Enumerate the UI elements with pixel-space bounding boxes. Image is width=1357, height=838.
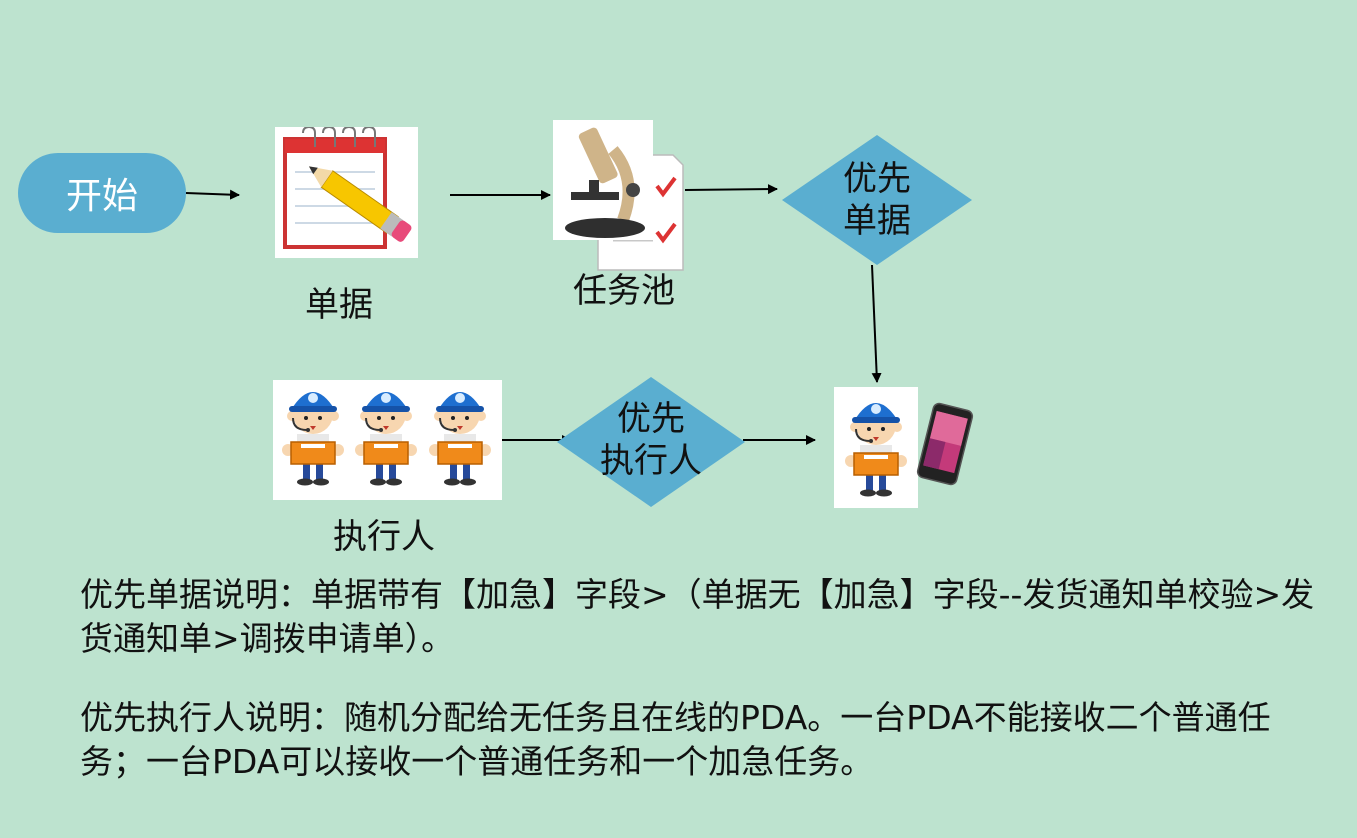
- arrow-priority-document-to-pda: [871, 264, 882, 383]
- worker-with-phone-icon: [834, 387, 918, 508]
- priority-document-diamond: [782, 135, 972, 265]
- start-label: 开始: [65, 176, 138, 217]
- priority-executor-description: 优先执行人说明：随机分配给无任务且在线的PDA。一台PDA不能接收二个普通任务；…: [80, 698, 1271, 781]
- document-label: 单据: [305, 285, 373, 325]
- arrow-pool-to-priority-document: [684, 184, 778, 195]
- pda-phone-icon: [915, 402, 975, 486]
- priority-executor-line-2: 执行人: [600, 441, 702, 481]
- priority-executor-diamond: [557, 377, 745, 507]
- task-pool-label: 任务池: [573, 271, 675, 311]
- priority-document-line-2: 单据: [843, 201, 911, 241]
- notepad-pencil-icon: [275, 127, 418, 258]
- priority-document-description: 优先单据说明：单据带有【加急】字段>（单据无【加急】字段--发货通知单校验>发货…: [80, 575, 1315, 658]
- start-node: 开始: [18, 153, 186, 233]
- microscope-checklist-icon: [553, 120, 685, 272]
- worker-group-icon: [273, 380, 502, 500]
- priority-document-text: 优先 单据: [782, 158, 972, 242]
- arrow-start-to-document: [185, 189, 240, 200]
- executors-label: 执行人: [333, 517, 435, 557]
- priority-executor-text: 优先 执行人: [557, 398, 745, 482]
- priority-document-line-1: 优先: [843, 159, 911, 199]
- priority-executor-line-1: 优先: [617, 399, 685, 439]
